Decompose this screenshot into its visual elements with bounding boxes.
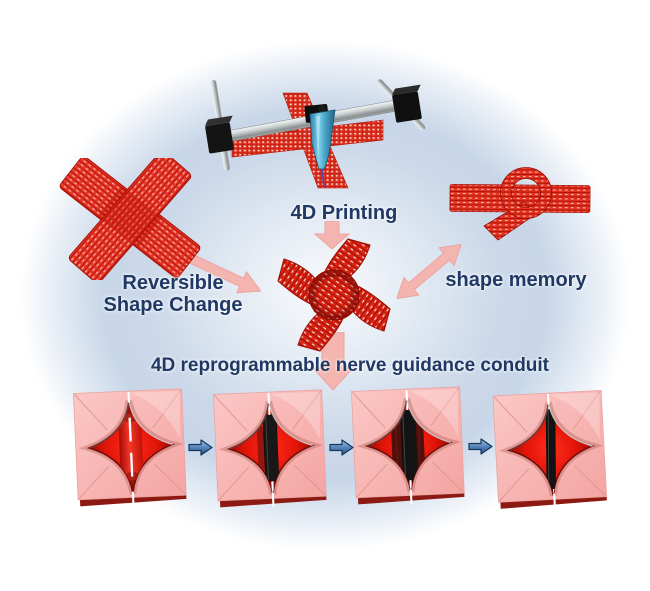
step-arrow-3	[468, 438, 493, 455]
wound-stage-2-conduit-inserted	[213, 389, 327, 508]
wound-stage-1-nerve-gap	[73, 388, 187, 507]
right-carriage-block	[391, 84, 422, 123]
down-arrow-printing	[314, 221, 350, 250]
label-4d-printing: 4D Printing	[290, 202, 398, 224]
wound-stage-4-conduit-wrapped	[492, 389, 608, 509]
label-reversible-line2: Shape Change	[103, 294, 243, 316]
step-arrow-1	[188, 439, 213, 456]
printer-gantry-graphic	[204, 79, 426, 189]
step-arrow-2	[329, 439, 354, 456]
rolled-mesh-graphic	[449, 167, 591, 241]
label-reversible-shape-change: Reversible Shape Change	[73, 272, 273, 316]
label-reversible-line1: Reversible	[122, 272, 224, 294]
conduit-wrap	[390, 400, 426, 490]
label-shape-memory: shape memory	[445, 269, 587, 291]
double-arrow-shape-memory	[396, 243, 462, 300]
left-carriage-block	[204, 115, 234, 154]
print-needle	[321, 168, 325, 188]
label-nerve-guidance-conduit: 4D reprogrammable nerve guidance conduit	[150, 355, 550, 376]
conduit-rod	[256, 403, 280, 493]
mesh-pinwheel-graphic	[277, 238, 391, 352]
wound-stage-3-conduit-wrapping	[351, 386, 465, 505]
mesh-cross-graphic	[59, 158, 201, 280]
print-head	[304, 103, 336, 188]
